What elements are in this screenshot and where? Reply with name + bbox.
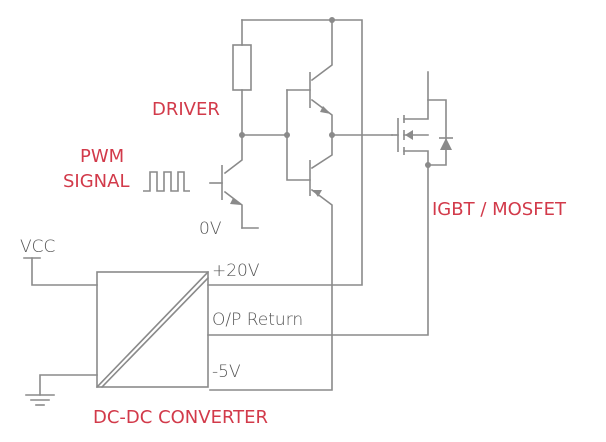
npn-transistor-icon: [309, 19, 333, 136]
mosfet-icon: [207, 71, 447, 336]
pwm-waveform-icon: [143, 171, 190, 192]
base-bus-wires: [239, 89, 393, 181]
igbt-mosfet-label: IGBT / MOSFET: [432, 199, 567, 220]
pwm-label: PWM: [80, 146, 124, 167]
minus-5v-label: -5V: [212, 362, 241, 382]
zero-volt-label: 0V: [199, 219, 222, 239]
top-rail-wires: [207, 17, 363, 286]
signal-label: SIGNAL: [63, 171, 130, 192]
ground-icon: [25, 374, 98, 406]
op-return-label: O/P Return: [212, 310, 303, 330]
vcc-label: VCC: [20, 237, 55, 257]
pnp-transistor-icon: [209, 134, 333, 391]
vcc-wire: [23, 257, 98, 286]
resistor-icon: [232, 19, 252, 136]
driver-label: DRIVER: [152, 99, 220, 120]
input-transistor-icon: [209, 134, 259, 229]
dcdc-converter-label: DC-DC CONVERTER: [93, 407, 268, 428]
diode-icon: [439, 137, 453, 150]
plus-20v-label: +20V: [212, 261, 260, 281]
converter-block-icon: [95, 270, 210, 389]
